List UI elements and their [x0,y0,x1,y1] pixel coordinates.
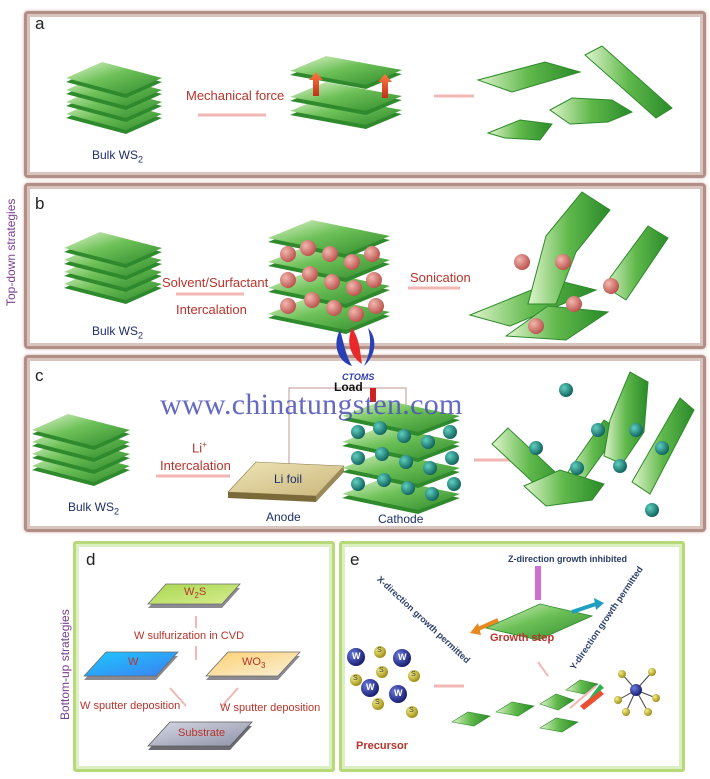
bulk-ws-sub: 2 [114,506,120,517]
panel-e-growth-step: Growth step [490,632,555,644]
panel-c-li-label: Li+ [192,440,207,455]
wo3-text: WO [242,656,261,668]
panel-a-letter: a [35,14,45,33]
panel-d-w-label: W [128,656,139,668]
s-atom-label: S [409,707,414,714]
w-atom-label: W [352,651,361,661]
panel-b-bulk-label: Bulk WS2 [92,324,143,340]
panel-c-letter: c [35,366,44,385]
panel-d-w2s-plate [147,583,241,608]
bulk-ws-sub: 2 [138,330,144,341]
w2s-s: S [198,586,207,598]
panel-a-exfoliated-stack [290,56,402,129]
w-atom-label: W [398,652,407,662]
panel-c-cathode-label: Cathode [378,512,424,526]
s-atom-label: S [411,671,416,678]
panel-d-substrate-plate [147,721,253,750]
panel-c-intercalation-label: Intercalation [160,458,231,473]
panel-b-solvent-label: Solvent/Surfactant [162,275,269,290]
panel-b-letter: b [35,194,45,213]
panel-e-small-flakes [451,679,599,733]
w2s-sub: 2 [194,591,199,601]
panel-d-letter: d [86,550,96,569]
s-atom-label: S [377,647,382,654]
panel-b-intercalation-label: Intercalation [176,302,247,317]
panel-e-growth-sheet [470,566,604,641]
w2s-w: W [184,586,195,598]
panel-e-ws6-cluster [614,668,660,716]
w-atom-label: W [394,688,403,698]
panel-c-foil-label: Li foil [274,472,303,486]
panel-c-bulk-label: Bulk WS2 [68,500,119,516]
li-text: Li [192,440,203,456]
panel-c-load-label: Load [334,380,363,394]
panel-d-wo3-label: WO3 [242,656,265,670]
s-atom-label: S [379,667,384,674]
s-atom-label: S [353,675,358,682]
load-circuit [288,387,407,476]
bulk-ws-text: Bulk WS [92,324,139,338]
panel-b-bulk-stack [64,232,162,304]
panel-c-cathode-stack [342,400,461,514]
panel-e-z-label: Z-direction growth inhibited [508,554,627,564]
panel-d-sputter-right: W sputter deposition [220,702,321,714]
wo3-sub: 3 [260,661,266,671]
bulk-ws-text: Bulk WS [68,500,115,514]
watermark-url: www.chinatungsten.com [160,388,463,421]
li-sup: + [202,440,207,449]
s-atom-label: S [375,699,380,706]
panel-e-letter: e [350,550,360,569]
ctoms-logo-icon [336,328,375,366]
panel-d-substrate-label: Substrate [178,727,226,739]
panel-e-precursor-atoms [347,646,420,718]
panel-e-precursor: Precursor [356,740,408,752]
panel-a-force-label: Mechanical force [186,88,285,103]
panel-a-flakes [476,45,673,141]
panel-d-sputter-left: W sputter deposition [80,700,181,712]
panel-b-sonication-label: Sonication [410,270,471,285]
panel-a-bulk-stack [66,62,162,134]
ctoms-brand: CTOMS [342,372,375,382]
panel-c-flakes [491,371,695,517]
li-foil [227,461,345,502]
panel-d-wo3-plate [205,651,301,680]
panel-d-sulfurization-label: W sulfurization in CVD [134,630,245,642]
w-atom-label: W [366,682,375,692]
panel-c-bulk-stack [32,414,130,486]
bulk-ws-text: Bulk WS [92,148,139,162]
panel-d-w-plate [83,651,179,680]
panel-c-anode-label: Anode [266,510,301,524]
panel-d-w2s-label: W2S [184,586,206,600]
bulk-ws-sub: 2 [138,154,144,165]
panel-b-flakes [468,191,669,341]
panel-a-bulk-label: Bulk WS2 [92,148,143,164]
panel-b-intercalated-stack [268,220,390,334]
